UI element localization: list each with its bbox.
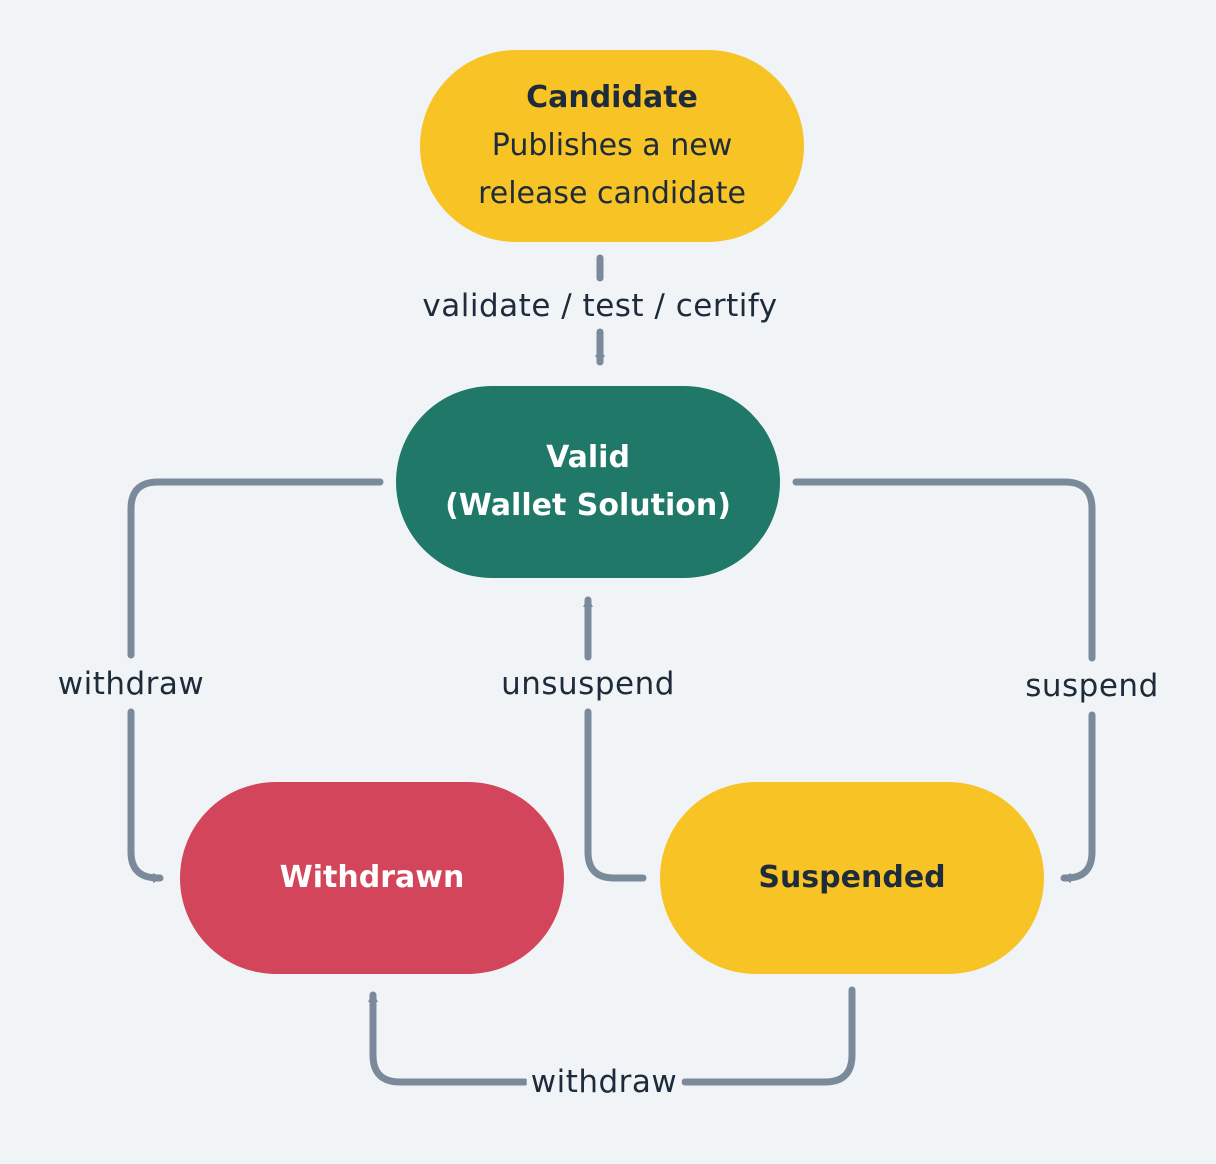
edge-valid-to-withdrawn bbox=[127, 478, 384, 878]
node-valid: Valid (Wallet Solution) bbox=[396, 386, 780, 578]
node-suspended: Suspended bbox=[660, 782, 1044, 974]
node-withdrawn: Withdrawn bbox=[180, 782, 564, 974]
edge-suspended-to-withdrawn bbox=[373, 990, 856, 1086]
withdrawn-title: Withdrawn bbox=[279, 860, 465, 895]
edge-label-withdraw-bottom: withdraw bbox=[526, 1062, 682, 1102]
node-candidate: Candidate Publishes a new release candid… bbox=[420, 50, 804, 242]
edge-label-suspend: suspend bbox=[1021, 666, 1163, 706]
edge-label-unsuspend: unsuspend bbox=[497, 664, 679, 704]
valid-title: Valid bbox=[546, 440, 630, 475]
candidate-description-line1: Publishes a new bbox=[491, 128, 733, 163]
suspended-title: Suspended bbox=[758, 860, 946, 895]
edge-label-validate: validate / test / certify bbox=[418, 286, 782, 326]
edge-suspended-to-valid bbox=[588, 600, 647, 882]
candidate-description-line2: release candidate bbox=[478, 176, 746, 211]
valid-subtitle: (Wallet Solution) bbox=[445, 488, 731, 523]
edge-label-withdraw-left: withdraw bbox=[53, 664, 209, 704]
edge-valid-to-suspended bbox=[792, 478, 1096, 878]
candidate-title: Candidate bbox=[526, 80, 698, 115]
